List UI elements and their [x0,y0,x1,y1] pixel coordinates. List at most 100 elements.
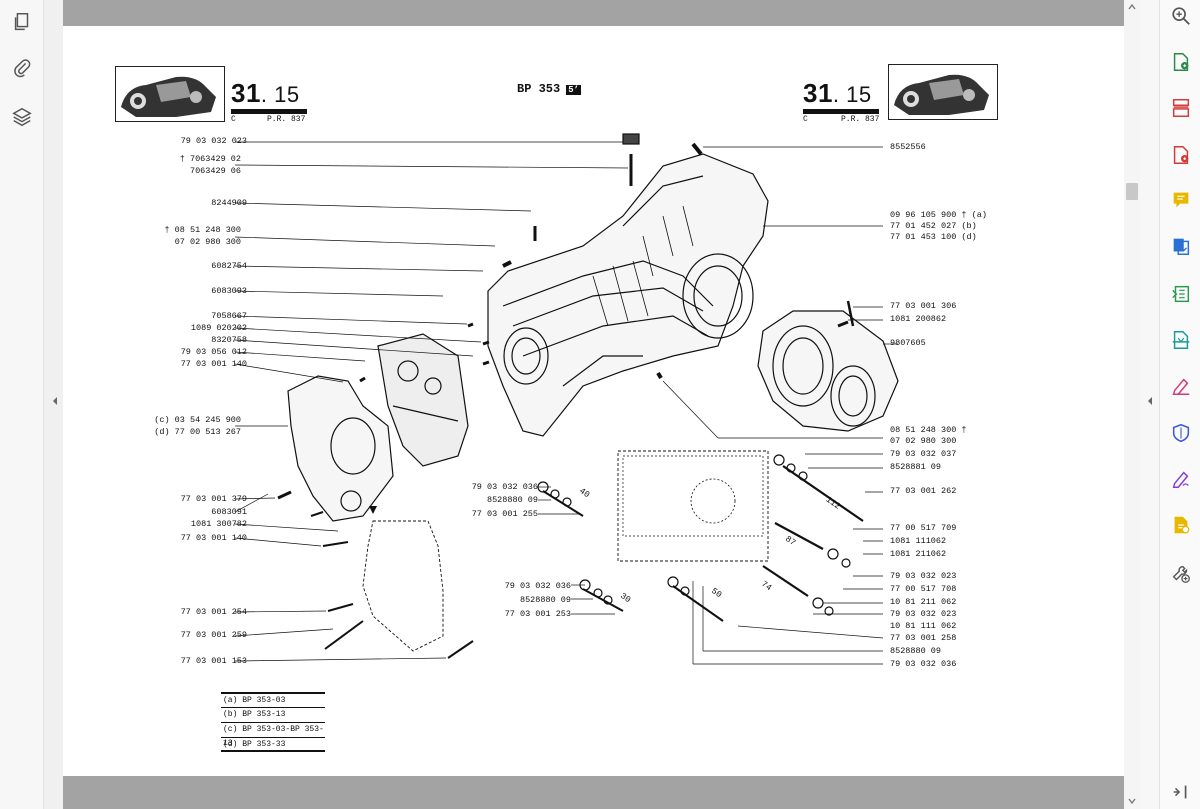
compress-pdf-icon[interactable] [1169,282,1193,306]
pdf-page: 31. 15 C P.R. 837 31. 15 C P.R. 837 BP 3… [63,26,1124,776]
legend-row: (c) BP 353-03-BP 353-13 [221,722,325,748]
part-label: 6083093 [211,286,247,296]
part-label: 77 03 001 259 [180,630,247,640]
part-label: 6082754 [211,261,247,271]
legend-row: (b) BP 353-13 [221,707,325,722]
part-label: 77 03 001 140 [180,359,247,369]
part-label: 77 03 001 379 [180,494,247,504]
scroll-down-icon[interactable] [1127,796,1137,806]
collapse-panel-icon[interactable] [1169,780,1193,804]
part-label: 79 03 032 036 [471,482,538,492]
comment-icon[interactable] [1169,188,1193,212]
create-pdf-icon[interactable] [1169,143,1193,167]
part-label: 77 01 453 100 (d) [890,232,977,242]
part-label: † 7063429 02 [179,154,241,164]
part-label: 8528880 09 [890,646,942,656]
left-navigation-rail [0,0,44,809]
page-sub-right-pr: P.R. 837 [841,115,880,124]
part-label: 07 02 980 300 [890,436,957,446]
title-badge: 5’ [566,85,582,95]
header-gearbox-thumbnail-right [888,64,998,120]
part-label: † 08 51 248 300 [164,225,241,235]
organize-pages-icon[interactable] [1169,96,1193,120]
part-label: 8528881 09 [890,462,942,472]
part-label: 77 00 517 708 [890,584,957,594]
send-for-review-icon[interactable] [1169,513,1193,537]
part-label: 8528880 09 [486,495,538,505]
part-label: 77 03 001 140 [180,533,247,543]
part-label: 77 03 001 255 [471,509,538,519]
part-label: (c) 03 54 245 900 [154,415,241,425]
collapse-right-panel-icon[interactable] [1145,393,1155,409]
part-label: 07 02 980 300 [174,237,241,247]
part-label: 7063429 06 [189,166,241,176]
vertical-scrollbar[interactable] [1124,0,1140,809]
part-label: 8552556 [890,142,926,152]
part-label: 1081 111062 [890,536,947,546]
page-number-underline-left [231,109,307,114]
attachment-icon[interactable] [8,54,36,82]
part-label: 79 03 032 023 [890,571,957,581]
collapse-left-panel-icon[interactable] [50,393,60,409]
part-label: 1081 200862 [890,314,947,324]
part-label: 08 51 248 300 † [890,425,967,435]
part-label: 7058667 [211,311,247,321]
part-label: 1081 300782 [190,519,247,529]
part-label: 79 03 032 023 [180,136,247,146]
previous-page-edge [63,0,1124,26]
header-gearbox-thumbnail-left [115,66,225,122]
right-tools-rail [1160,0,1200,809]
part-label: 79 03 032 037 [890,449,957,459]
part-label: 77 03 001 306 [890,301,957,311]
part-label: 10 81 211 062 [890,597,957,607]
pages-icon[interactable] [8,8,36,36]
scrollbar-thumb[interactable] [1126,183,1138,200]
request-signature-icon[interactable] [1169,467,1193,491]
page-number-right: 31. 15 [803,78,872,108]
combine-files-icon[interactable] [1169,234,1193,258]
document-viewport[interactable]: 31. 15 C P.R. 837 31. 15 C P.R. 837 BP 3… [44,0,1124,809]
part-label: 9807605 [890,338,926,348]
variant-legend-table: (a) BP 353-03 (b) BP 353-13 (c) BP 353-0… [221,692,325,752]
page-sub-left-pr: P.R. 837 [267,115,306,124]
page-number-left: 31. 15 [231,78,300,108]
part-label: 77 03 001 253 [504,609,571,619]
part-label: 77 03 001 262 [890,486,957,496]
part-label: 77 03 001 254 [180,607,247,617]
part-label: 1081 211062 [890,549,947,559]
part-label: 77 03 001 153 [180,656,247,666]
more-tools-icon[interactable] [1169,562,1193,586]
part-label: 6083091 [211,507,247,517]
page-sub-left-c: C [231,115,236,124]
part-label: 1089 020202 [190,323,247,333]
part-label: 79 03 032 036 [504,581,571,591]
legend-row: (d) BP 353-33 [221,737,325,752]
exploded-gearbox-diagram [234,133,899,665]
protect-icon[interactable] [1169,421,1193,445]
part-label: 77 00 517 709 [890,523,957,533]
page-number-underline-right [803,109,879,114]
page-sub-right-c: C [803,115,808,124]
next-page-edge [63,776,1124,809]
part-label: 8528880 09 [519,595,571,605]
part-label: 77 03 001 258 [890,633,957,643]
part-label: 8244909 [211,198,247,208]
legend-row: (a) BP 353-03 [221,692,325,707]
scan-ocr-icon[interactable] [1169,328,1193,352]
export-pdf-icon[interactable] [1169,50,1193,74]
scroll-up-icon[interactable] [1127,2,1137,12]
part-label: 77 01 452 027 (b) [890,221,977,231]
part-label: 79 03 056 012 [180,347,247,357]
part-label: 8320758 [211,335,247,345]
zoom-icon[interactable] [1169,4,1193,28]
part-label: 79 03 032 036 [890,659,957,669]
part-label: 09 96 105 900 † (a) [890,210,987,220]
tools-pane-divider [1140,0,1160,809]
fill-sign-icon[interactable] [1169,374,1193,398]
part-label: 79 03 032 023 [890,609,957,619]
layers-icon[interactable] [8,103,36,131]
part-label: 10 81 111 062 [890,621,957,631]
part-label: (d) 77 00 513 267 [154,427,241,437]
